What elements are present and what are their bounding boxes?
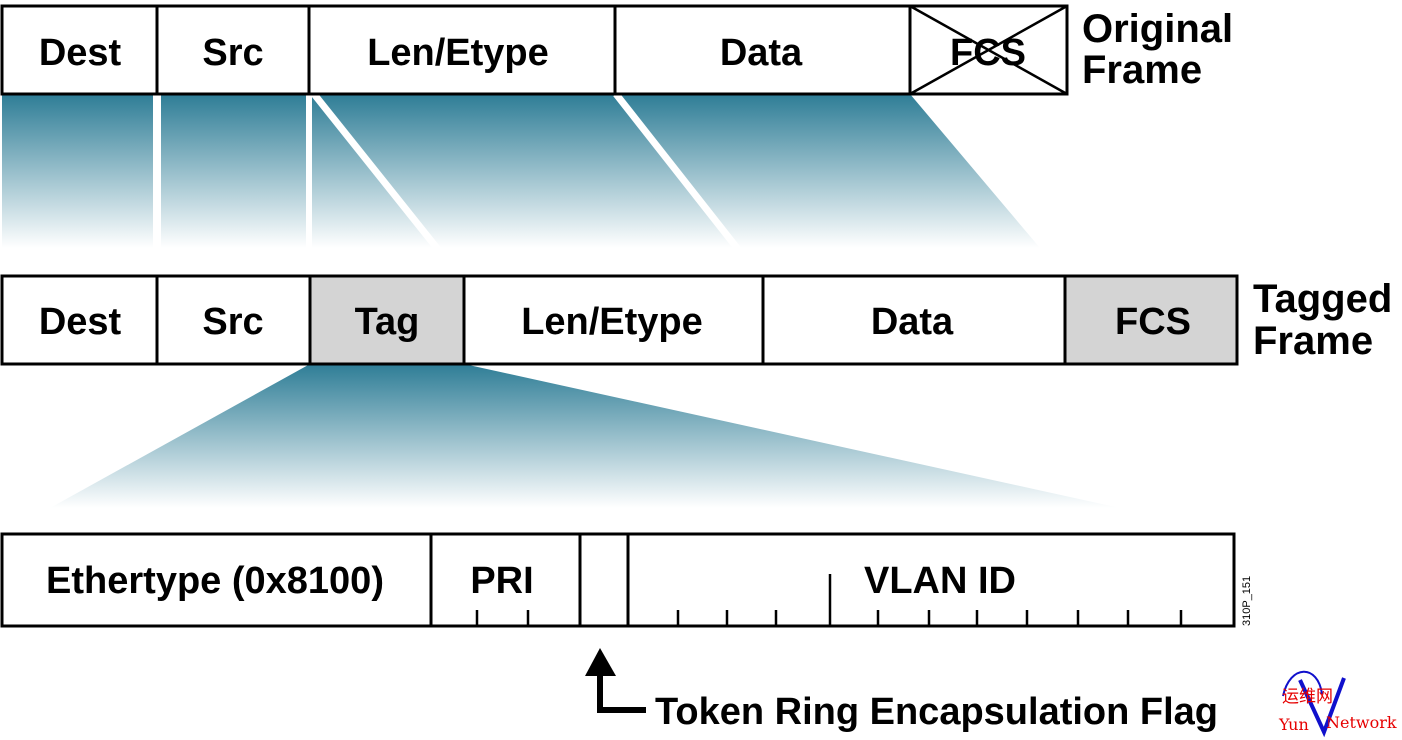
original-frame-caption-line1: Original — [1082, 7, 1233, 51]
tagged-field-data-label: Data — [871, 301, 954, 343]
tagged-field-len-etype-label: Len/Etype — [521, 301, 703, 343]
logo-text-yun: Yun — [1278, 715, 1309, 734]
tagged-field-fcs — [1063, 274, 1239, 366]
original-field-len-etype-label: Len/Etype — [367, 32, 549, 74]
tagged-field-src-label: Src — [202, 301, 263, 343]
original-frame-caption-line2: Frame — [1082, 48, 1202, 92]
fcs-removed-cross-2 — [909, 4, 1068, 96]
tagged-field-tag-label: Tag — [355, 301, 420, 343]
tagged-field-src — [155, 274, 312, 366]
logo-swoosh — [1282, 670, 1323, 697]
frame-projection — [2, 94, 1040, 248]
original-field-data-label: Data — [720, 32, 803, 74]
tag-field-vlan-id-label: VLAN ID — [864, 560, 1016, 602]
tagged-field-dest-label: Dest — [39, 301, 122, 343]
original-field-src-label: Src — [202, 32, 263, 74]
pointer-label: Token Ring Encapsulation Flag — [655, 691, 1218, 733]
original-field-data — [613, 4, 912, 96]
figure-id: 310P_151 — [1241, 576, 1253, 626]
tag-detail-outline — [0, 532, 1236, 628]
tagged-frame: Dest Src Tag Len/Etype Data FCS Tagged F… — [0, 274, 1392, 366]
tagged-frame-caption-line2: Frame — [1253, 319, 1373, 363]
bit-ticks — [475, 574, 1183, 626]
original-field-dest — [0, 4, 159, 96]
tag-projection — [50, 364, 1120, 508]
original-field-len-etype — [307, 4, 617, 96]
original-field-dest-label: Dest — [39, 32, 122, 74]
tagged-field-tag — [308, 274, 466, 366]
tag-field-pri-label: PRI — [470, 560, 533, 602]
tag-field-ethertype-label: Ethertype (0x8100) — [46, 560, 384, 602]
original-frame: Dest Src Len/Etype Data FCS Original Fra… — [0, 4, 1233, 96]
logo-chinese-text: 运维网 — [1282, 687, 1333, 707]
tagged-frame-caption-line1: Tagged — [1253, 277, 1392, 321]
tagged-field-fcs-label: FCS — [1115, 301, 1191, 343]
token-ring-flag-pointer: Token Ring Encapsulation Flag — [585, 648, 1218, 733]
tag-detail: Ethertype (0x8100) PRI VLAN ID 310P_151 — [0, 532, 1253, 628]
pointer-arrow-head — [585, 648, 616, 676]
original-field-fcs-label: FCS — [950, 32, 1026, 74]
logo-text-network: Network — [1326, 713, 1397, 732]
projection-divider-len-data — [613, 91, 751, 265]
projection-divider-tag-len — [311, 91, 451, 265]
yunv-network-logo: 运维网 Yun Network — [1278, 670, 1397, 738]
tagged-field-data — [761, 274, 1067, 366]
logo-v-shape — [1298, 677, 1346, 738]
pointer-arrow-line — [597, 674, 646, 713]
tagged-field-dest — [0, 274, 159, 366]
